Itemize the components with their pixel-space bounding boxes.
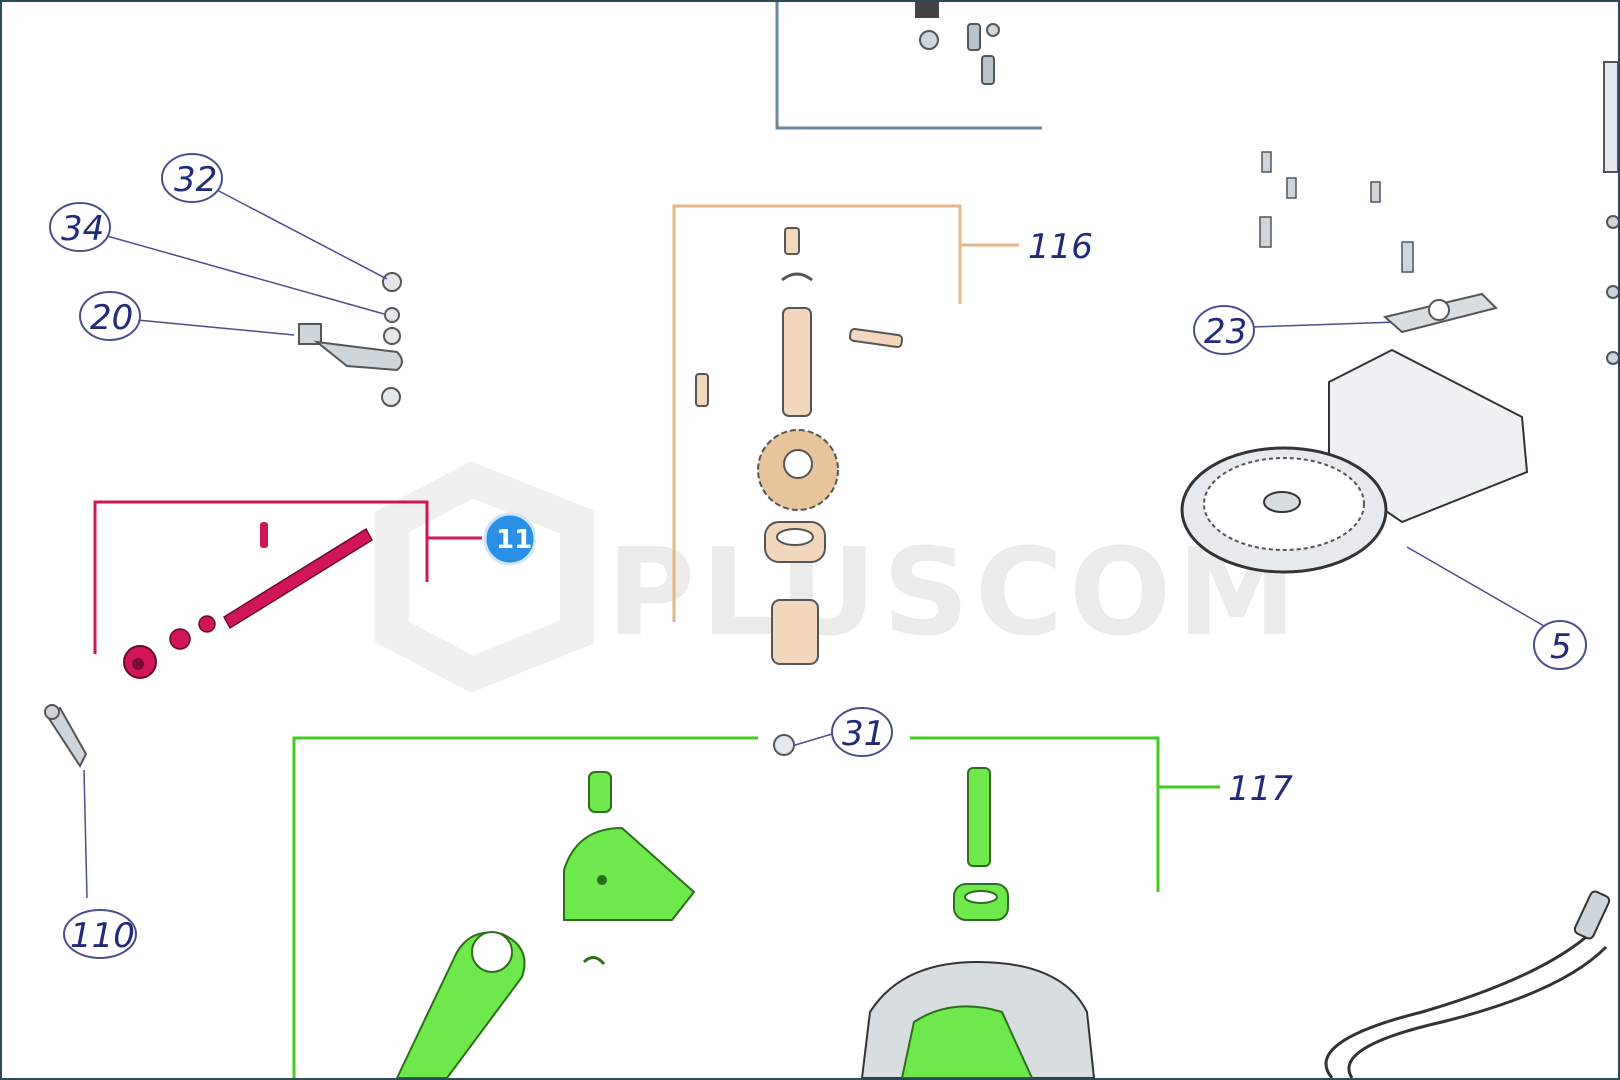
- group-115-badge: 115: [483, 512, 550, 566]
- callout-circles: [49, 153, 1587, 959]
- callout-31: 31: [842, 714, 885, 754]
- group-116-drive: [672, 204, 1019, 665]
- callout-115: 115: [496, 525, 550, 555]
- callout-5: 5: [1550, 627, 1572, 667]
- callout-23: 23: [1204, 312, 1247, 352]
- leader-lines: [83, 188, 1552, 899]
- callout-20: 20: [90, 298, 133, 338]
- washer-bracket-assembly: [298, 272, 403, 407]
- watermark-text: PLUSCOM: [607, 524, 1303, 663]
- part-110-latch: [44, 704, 88, 769]
- watermark: PLUSCOM: [375, 461, 1303, 693]
- part-5-housing: [1180, 151, 1529, 574]
- callout-110: 110: [70, 916, 135, 956]
- callout-32: 32: [174, 160, 217, 200]
- group-115-shaft: [93, 500, 482, 679]
- top-group-frame: [775, 2, 1042, 130]
- callout-34: 34: [61, 209, 104, 249]
- group-label-117: 117: [1228, 769, 1293, 809]
- group-117-arm-assembly: [292, 734, 1220, 1078]
- right-edge-parts: [1324, 61, 1618, 1078]
- group-label-116: 116: [1028, 227, 1093, 267]
